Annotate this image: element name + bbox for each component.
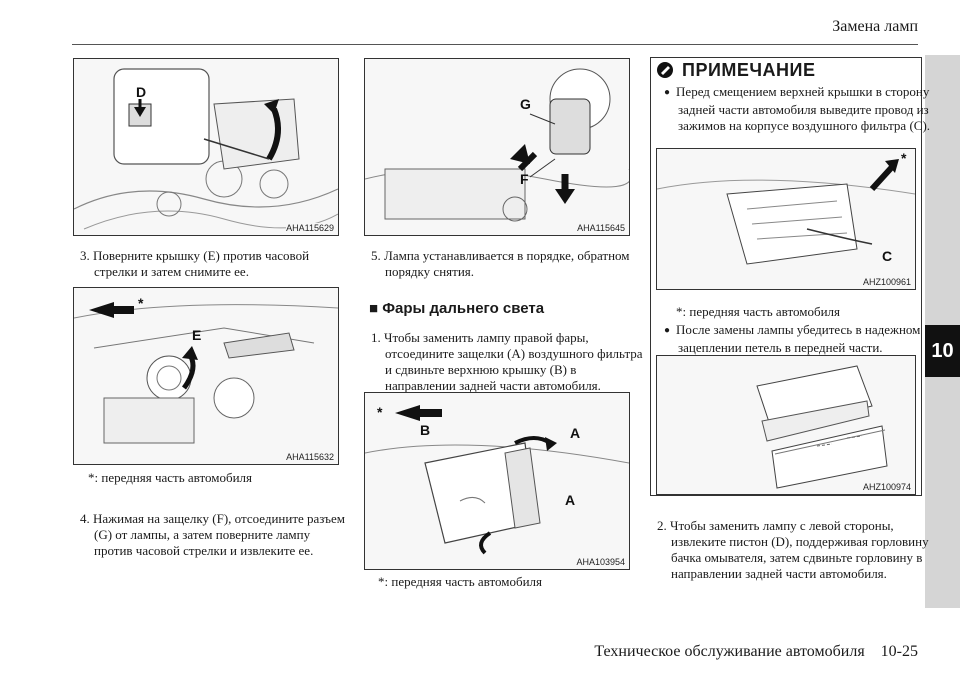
- figure-1-drawing: D: [74, 68, 338, 230]
- figure-4-drawing: * B A A: [365, 404, 629, 555]
- fig2-label-asterisk: *: [138, 295, 144, 311]
- note-footnote: *: передняя часть автомобиля: [676, 304, 841, 319]
- figure-aha115632: * E AHA115632: [73, 287, 339, 465]
- note-bullet-2: После замены лампы убедитесь в надежном …: [656, 322, 936, 356]
- page-header-title: Замена ламп: [832, 18, 918, 35]
- fig5-label-asterisk: *: [901, 150, 907, 166]
- note-bullet-1: Перед смещением верхней крышки в сторону…: [656, 84, 936, 134]
- note-header: ПРИМЕЧАНИЕ: [656, 59, 815, 81]
- figure-id: AHA103954: [576, 557, 625, 567]
- figure-id: AHA115645: [577, 223, 625, 233]
- figure-5-drawing: * C: [657, 150, 915, 265]
- note-title: ПРИМЕЧАНИЕ: [682, 59, 816, 80]
- figure-ahz100961: * C AHZ100961: [656, 148, 916, 290]
- fig4-label-a-top: A: [570, 425, 580, 441]
- figure-aha115645: G F AHA115645: [364, 58, 630, 236]
- note-pencil-icon: [657, 62, 673, 78]
- section-heading: ■ Фары дальнего света: [369, 300, 634, 317]
- step-5-text: 5. Лампа устанавливается в порядке, обра…: [371, 248, 630, 279]
- figure-6-drawing: [756, 365, 888, 489]
- step-1-text: 1. Чтобы заменить лампу правой фары, отс…: [371, 330, 643, 393]
- fig1-label-d: D: [136, 84, 146, 100]
- figure-ahz100974: AHZ100974: [656, 355, 916, 495]
- figure-3-drawing: G F: [365, 68, 629, 222]
- fig3-label-f: F: [520, 171, 529, 187]
- header-rule: [72, 44, 918, 45]
- figure-aha103954: * B A A AHA103954: [364, 392, 630, 570]
- figure-footnote: *: передняя часть автомобиля: [88, 470, 253, 485]
- figure-id: AHA115632: [286, 452, 334, 462]
- fig2-label-e: E: [192, 327, 201, 343]
- figure-id: AHZ100961: [862, 277, 911, 287]
- step-4-text: 4. Нажимая на защелку (F), отсоедините р…: [80, 511, 345, 558]
- note-box: [650, 57, 922, 496]
- figure-id: AHZ100974: [862, 482, 911, 492]
- heading-text: Фары дальнего света: [382, 300, 545, 317]
- fig4-label-b: B: [420, 422, 430, 438]
- page-footer: Техническое обслуживание автомобиля 10-2…: [594, 643, 918, 660]
- fig4-label-a-bottom: A: [565, 492, 575, 508]
- step-2-text: 2. Чтобы заменить лампу с левой стороны,…: [657, 518, 929, 581]
- fig5-label-c: C: [882, 248, 892, 264]
- heading-square-icon: ■: [369, 300, 379, 317]
- fig4-label-asterisk: *: [377, 404, 383, 420]
- step-3-text: 3. Поверните крышку (E) против часовой с…: [80, 248, 310, 279]
- fig3-label-g: G: [520, 96, 531, 112]
- figure-2-drawing: * E: [74, 295, 338, 444]
- figure-footnote: *: передняя часть автомобиля: [378, 574, 543, 589]
- figure-ahad115629: D AHA115629: [73, 58, 339, 236]
- figure-id: AHA115629: [286, 223, 334, 233]
